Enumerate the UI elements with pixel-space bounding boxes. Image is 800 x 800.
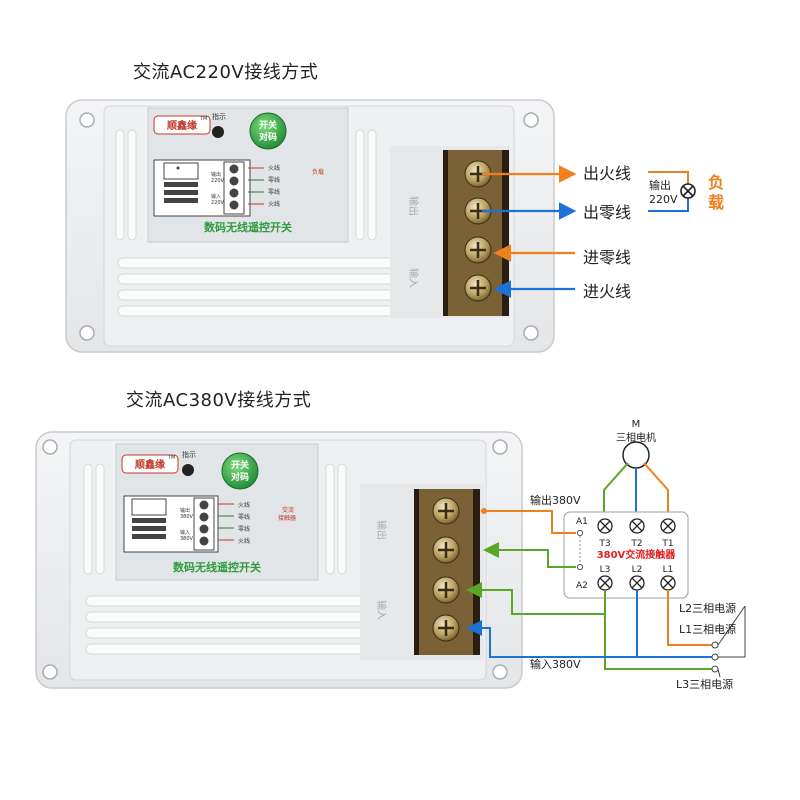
motor-wire-t1	[643, 462, 669, 520]
mini-label: 输入	[180, 529, 190, 536]
terminal-screws	[464, 160, 492, 302]
mini-label: 输出	[180, 507, 190, 514]
mini-label: 火线	[268, 164, 280, 172]
mini-label: 火线	[238, 501, 250, 509]
wiring-ac380: M 三相电机 A1 A2 T3 T2 T1 380V交流接触器 L3 L2 L1	[466, 419, 746, 691]
indicator-light	[182, 464, 194, 476]
mini-label: 火线	[268, 200, 280, 208]
mount-hole	[523, 325, 539, 341]
mini-label: 380V	[180, 536, 194, 542]
mount-hole	[42, 664, 58, 680]
mount-hole	[42, 439, 58, 455]
mini-label: 交流	[282, 506, 294, 514]
mini-label: 零线	[268, 188, 280, 196]
brand-logo: 顺鑫缘	[167, 119, 197, 132]
mount-hole	[492, 439, 508, 455]
term-t1: T1	[661, 539, 673, 549]
wire-l1-source	[667, 590, 712, 646]
mini-label: 零线	[238, 513, 250, 521]
label-in-neutral: 进零线	[583, 248, 631, 267]
motor-name: 三相电机	[616, 431, 656, 444]
label-input-380: 输入380V	[530, 657, 581, 671]
side-label-input: 输入	[375, 600, 388, 620]
brand-logo: 顺鑫缘	[135, 458, 165, 471]
output-voltage-line1: 输出	[649, 178, 671, 192]
mini-label: 零线	[268, 176, 280, 184]
term-l1: L1	[663, 565, 674, 575]
mini-label: 输出	[211, 171, 221, 178]
label-in-live: 进火线	[583, 282, 631, 301]
tm-mark: TM	[167, 455, 175, 461]
term-t3: T3	[598, 539, 610, 549]
wire-input-380	[466, 590, 638, 658]
terminal-screws	[432, 497, 460, 642]
indicator-label: 指示	[212, 112, 226, 121]
label-l1-source: L1三相电源	[679, 622, 736, 636]
pair-button-line2: 对码	[259, 131, 277, 143]
mini-label: 380V	[180, 514, 194, 520]
indicator-label: 指示	[182, 450, 196, 459]
mount-hole	[523, 112, 539, 128]
pair-button-line2: 对码	[231, 471, 249, 483]
side-label-output: 输出	[407, 196, 420, 216]
load-label-2: 载	[708, 193, 724, 212]
mini-label: 输入	[211, 193, 221, 200]
pair-button[interactable]	[221, 452, 259, 490]
mini-label: 接触器	[278, 514, 296, 522]
mount-hole	[79, 112, 95, 128]
wire-output-380	[484, 510, 576, 534]
wire-l3-source	[604, 590, 712, 670]
side-label-output: 输出	[375, 520, 388, 540]
load-wire-top	[648, 171, 689, 184]
contactor-top-terminals	[597, 518, 676, 534]
wire-a2-return	[483, 542, 576, 568]
pair-button[interactable]	[249, 112, 287, 150]
label-out-neutral: 出零线	[583, 203, 631, 222]
label-output-380: 输出380V	[530, 493, 581, 507]
term-t2: T2	[630, 539, 642, 549]
label-l3-source: L3三相电源	[676, 677, 733, 691]
contactor	[563, 511, 689, 599]
contactor-a1: A1	[576, 517, 588, 527]
mount-hole	[492, 664, 508, 680]
contactor-bottom-terminals	[597, 575, 676, 591]
title-ac380: 交流AC380V接线方式	[126, 390, 312, 411]
pair-button-line1: 开关	[231, 459, 249, 471]
mini-label: 火线	[238, 537, 250, 545]
wiring-ac220: 出火线 出零线 进零线 进火线 输出 220V 负 载	[482, 164, 724, 301]
motor-m: M	[632, 419, 641, 430]
output-voltage-line2: 220V	[649, 193, 678, 206]
device-ac380: 顺鑫缘 TM 指示 开关 对码 火线 零线 零线 火线 输出 380V 输入 3…	[35, 431, 523, 689]
contactor-label: 380V交流接触器	[597, 548, 677, 561]
device-ac220: 顺鑫缘 TM 指示 开关 对码 火线 零线 零线 火线 输出 220V 输入 2…	[65, 99, 555, 353]
label-l2-source: L2三相电源	[679, 601, 736, 615]
pair-button-line1: 开关	[259, 119, 277, 131]
tm-mark: TM	[199, 116, 207, 122]
panel-title: 数码无线遥控开关	[173, 560, 261, 574]
term-l3: L3	[600, 565, 611, 575]
mini-label: 零线	[238, 525, 250, 533]
mini-label: 负载	[312, 168, 324, 176]
contactor-a2: A2	[576, 581, 588, 591]
side-label-input: 输入	[407, 268, 420, 288]
load-wire-bottom	[648, 198, 689, 212]
mount-hole	[79, 325, 95, 341]
term-l2: L2	[632, 565, 643, 575]
load-label-1: 负	[708, 173, 724, 192]
title-ac220: 交流AC220V接线方式	[133, 62, 319, 83]
label-out-live: 出火线	[583, 164, 631, 183]
mini-label: 220V	[211, 178, 225, 184]
motor-wire-t3	[603, 462, 629, 520]
indicator-light	[212, 126, 224, 138]
panel-title: 数码无线遥控开关	[204, 220, 292, 234]
mini-label: 220V	[211, 200, 225, 206]
